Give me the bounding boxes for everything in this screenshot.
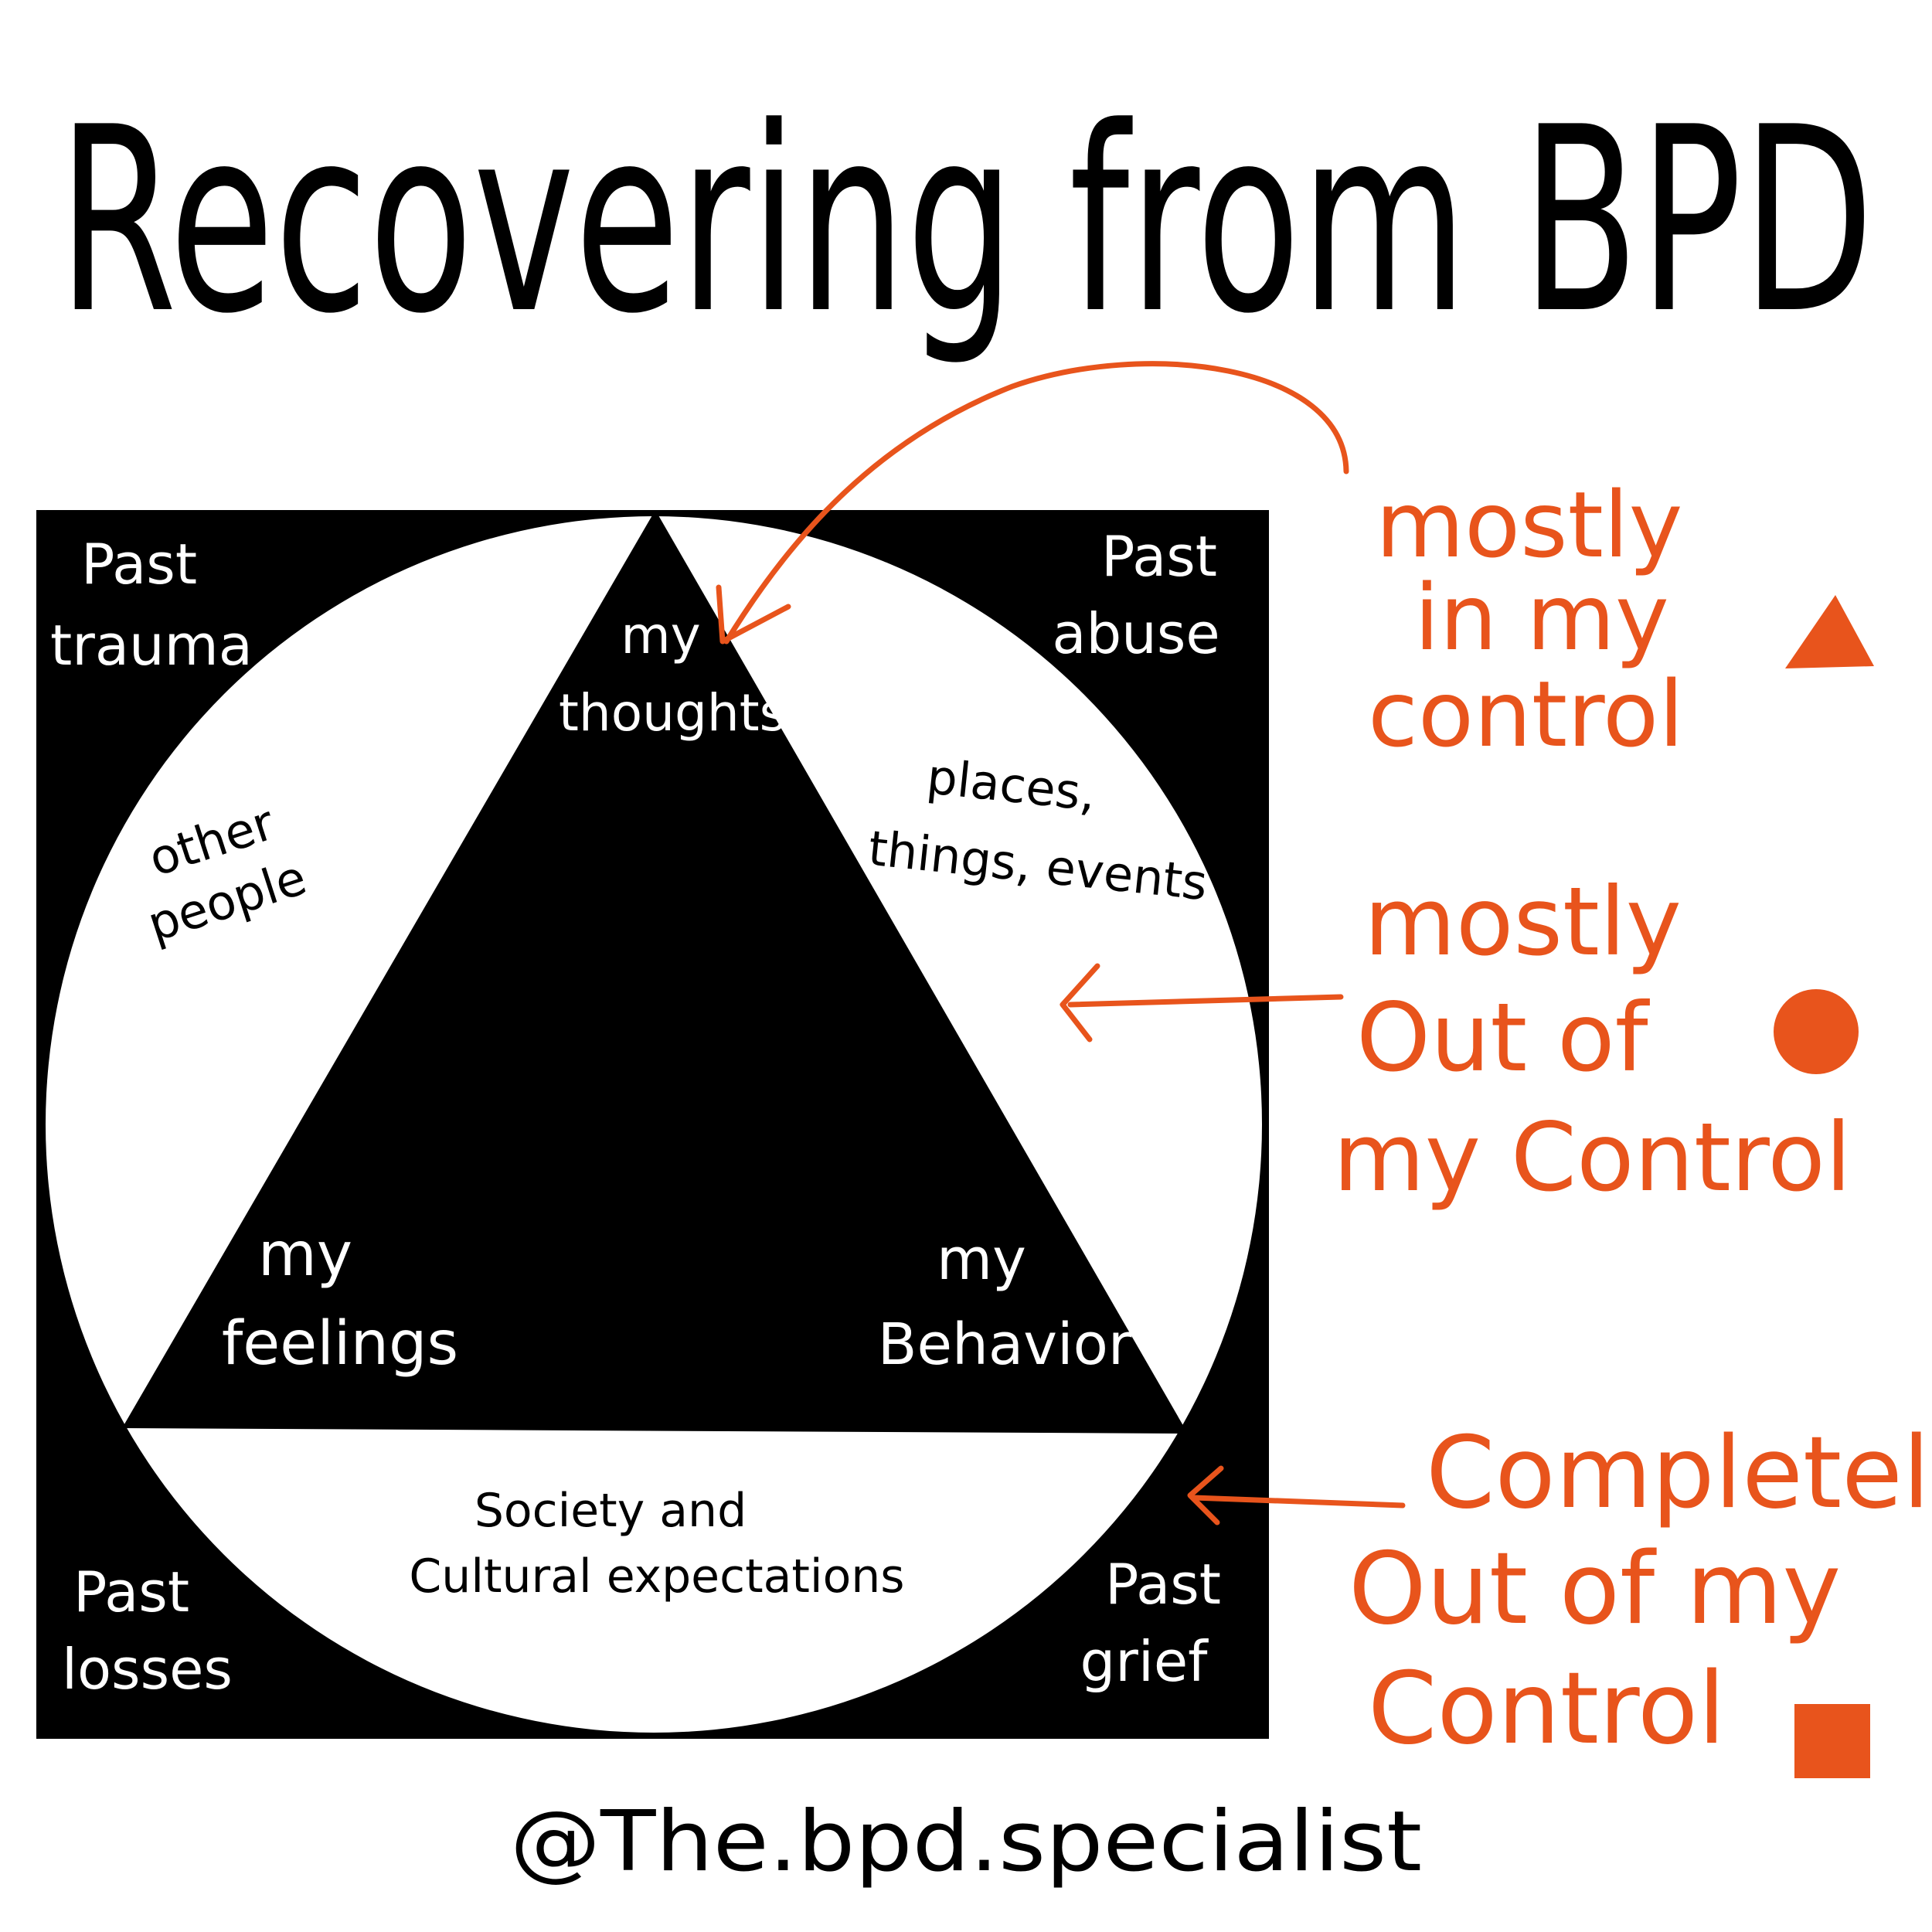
corner-label-line: Past — [81, 532, 197, 597]
triangle-label-line: my — [621, 606, 700, 665]
legend-line: mostly — [1364, 867, 1682, 977]
corner-label-top-left: Past trauma — [50, 532, 253, 678]
arrow-to-square — [1191, 1495, 1406, 1509]
arrow-to-triangle — [723, 361, 1349, 645]
corner-label-bottom-left: Past losses — [62, 1560, 233, 1702]
legend-line: Completely — [1426, 1416, 1932, 1531]
legend-square-icon — [1794, 1704, 1870, 1778]
triangle-label-left: my feelings — [222, 1220, 458, 1379]
legend-item-square: Completely Out of my Control — [1349, 1416, 1932, 1767]
legend-item-circle: mostly Out of my Control — [1333, 867, 1852, 1213]
legend-line: in my — [1414, 564, 1669, 671]
corner-label-line: losses — [62, 1637, 233, 1702]
legend-line: Control — [1368, 1651, 1726, 1767]
circle-label-line: Society and — [474, 1484, 747, 1538]
circle-label-line: Cultural expectations — [409, 1549, 904, 1604]
legend-line: my Control — [1333, 1103, 1852, 1213]
legend-line: Out of — [1356, 983, 1651, 1093]
corner-label-line: abuse — [1052, 601, 1219, 666]
legend-line: mostly — [1376, 471, 1683, 578]
triangle-label-line: feelings — [222, 1309, 458, 1379]
legend-triangle-icon — [1785, 595, 1874, 668]
triangle-label-line: thoughts — [559, 683, 786, 743]
author-handle: @The.bpd.specialist — [510, 1794, 1422, 1890]
arrow-to-triangle-head — [716, 584, 791, 645]
triangle-label-line: my — [937, 1226, 1026, 1293]
corner-label-line: Past — [73, 1560, 189, 1624]
corner-label-bottom-right: Past grief — [1080, 1552, 1222, 1694]
corner-label-line: Past — [1105, 1552, 1221, 1617]
arrows — [716, 361, 1406, 1526]
arrow-to-square-head — [1187, 1465, 1224, 1526]
triangle-label-right: my Behavior — [878, 1226, 1132, 1378]
triangle-label-line: Behavior — [878, 1311, 1132, 1378]
page-title: Recovering from BPD — [58, 73, 1874, 369]
control-triangle — [122, 510, 1188, 1434]
legend-item-triangle: mostly in my control — [1368, 471, 1684, 767]
legend-line: control — [1368, 661, 1684, 767]
arrow-to-circle-head — [1060, 963, 1100, 1043]
circle-label-bottom: Society and Cultural expectations — [409, 1484, 904, 1604]
arrow-to-circle — [1067, 994, 1344, 1008]
legend-line: Out of my — [1349, 1532, 1841, 1647]
corner-label-top-right: Past abuse — [1052, 524, 1219, 666]
corner-label-line: grief — [1080, 1629, 1209, 1694]
corner-label-line: trauma — [50, 613, 253, 678]
legend-circle-icon — [1774, 989, 1859, 1074]
corner-label-line: Past — [1101, 524, 1217, 589]
triangle-label-top: my thoughts — [559, 606, 786, 743]
triangle-label-line: my — [258, 1220, 352, 1290]
